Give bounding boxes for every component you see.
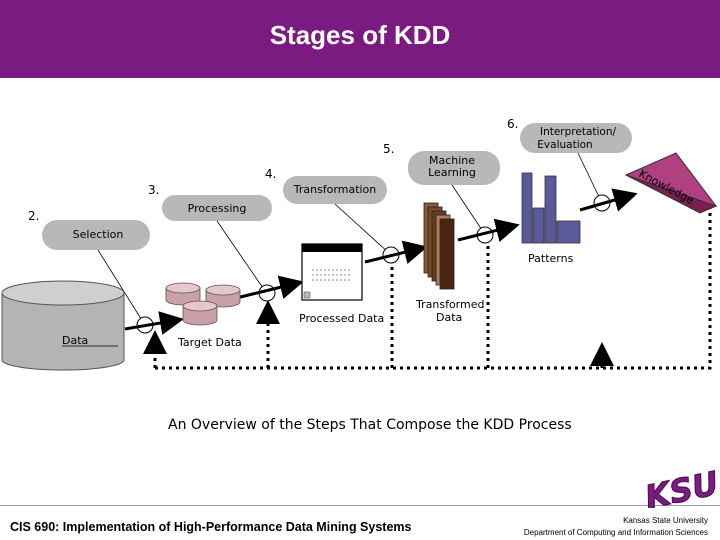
university-name: Kansas State University <box>623 516 708 525</box>
stage-machine-learning-label-2: Learning <box>428 166 476 179</box>
transformed-data-label-1: Transformed <box>415 298 484 311</box>
stage-machine-learning: Machine Learning <box>408 151 500 185</box>
ksu-logo: KSU <box>641 466 716 508</box>
stage-processing-label: Processing <box>188 202 247 215</box>
processed-data-window-icon <box>301 243 363 301</box>
data-cylinder-icon <box>1 280 125 371</box>
ksu-logo-text: KSU <box>642 466 716 508</box>
stage-interpretation-evaluation: Interpretation/ Evaluation <box>520 123 632 153</box>
step-number-3: 3. <box>148 183 159 197</box>
patterns-bars-icon <box>521 172 581 244</box>
stage-machine-learning-label-1: Machine <box>429 154 475 167</box>
step-number-4: 4. <box>265 167 276 181</box>
stage-connectors <box>97 152 602 323</box>
patterns-label: Patterns <box>528 252 574 265</box>
title-bar: Stages of KDD <box>0 0 720 78</box>
stage-selection: Selection <box>42 220 150 250</box>
target-data-label: Target Data <box>177 336 242 349</box>
processed-data-label: Processed Data <box>299 312 384 325</box>
stage-transformation: Transformation <box>283 176 387 204</box>
feedback-loop <box>143 205 712 370</box>
stage-transformation-label: Transformation <box>293 183 377 196</box>
department-name: Department of Computing and Information … <box>523 528 708 537</box>
slide-title: Stages of KDD <box>269 20 451 50</box>
transformed-data-label-2: Data <box>436 311 462 324</box>
data-label: Data <box>62 334 88 347</box>
stage-interpretation-label-2: Evaluation <box>537 139 592 151</box>
target-data-disks-icon <box>165 282 241 326</box>
step-number-5: 5. <box>383 142 394 156</box>
footer-divider <box>0 505 720 506</box>
stage-processing: Processing <box>162 195 272 221</box>
stage-selection-label: Selection <box>73 228 124 241</box>
knowledge-wedge-icon: Knowledge <box>624 152 718 214</box>
course-name: CIS 690: Implementation of High-Performa… <box>10 520 412 534</box>
step-number-6: 6. <box>507 117 518 131</box>
stage-interpretation-label-1: Interpretation/ <box>540 126 617 138</box>
transformed-data-layers-icon <box>423 202 455 290</box>
kdd-process-diagram: 1. 2. 3. 4. 5. 6. Selection Processing T… <box>1 117 718 433</box>
step-number-2: 2. <box>28 209 39 223</box>
diagram-caption: An Overview of the Steps That Compose th… <box>168 417 572 433</box>
